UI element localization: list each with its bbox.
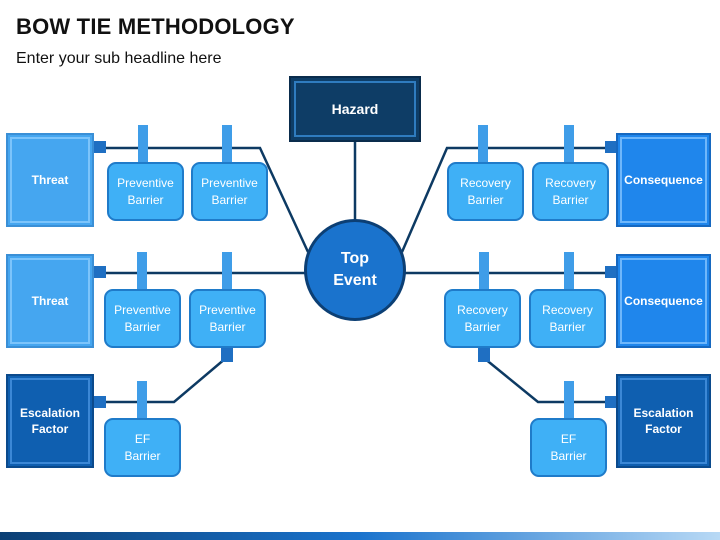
escalation-left-connector [100, 357, 227, 404]
connector-square [605, 266, 617, 278]
preventive-barrier-1b: Preventive Barrier [191, 162, 268, 221]
connector-square [605, 141, 617, 153]
escalation-factor-box-right: Escalation Factor [616, 374, 711, 468]
ef-barrier-right: EF Barrier [530, 418, 607, 477]
top-event-circle: Top Event [304, 219, 406, 321]
connector-square [605, 396, 617, 408]
page-subtitle: Enter your sub headline here [16, 50, 222, 67]
connector-square [221, 348, 233, 362]
consequence-box-2: Consequence [616, 254, 711, 348]
recovery-barrier-2b: Recovery Barrier [529, 289, 606, 348]
barrier-tab [564, 381, 574, 419]
barrier-tab [137, 252, 147, 290]
barrier-tab [479, 252, 489, 290]
connector-square [94, 396, 106, 408]
recovery-barrier-1b: Recovery Barrier [532, 162, 609, 221]
ef-barrier-left: EF Barrier [104, 418, 181, 477]
barrier-tab [564, 125, 574, 163]
escalation-right-connector [483, 357, 614, 404]
barrier-tab [137, 381, 147, 419]
threat-box-2: Threat [6, 254, 94, 348]
hazard-box: Hazard [289, 76, 421, 142]
recovery-barrier-2a: Recovery Barrier [444, 289, 521, 348]
preventive-barrier-2b: Preventive Barrier [189, 289, 266, 348]
recovery-barrier-1a: Recovery Barrier [447, 162, 524, 221]
barrier-tab [564, 252, 574, 290]
consequence-1-connector [400, 146, 612, 253]
page-title: BOW TIE METHODOLOGY [16, 14, 295, 39]
threat-1-connector [100, 146, 310, 253]
connector-square [94, 266, 106, 278]
preventive-barrier-1a: Preventive Barrier [107, 162, 184, 221]
preventive-barrier-2a: Preventive Barrier [104, 289, 181, 348]
connector-square [94, 141, 106, 153]
footer-gradient-bar [0, 532, 720, 540]
threat-box-1: Threat [6, 133, 94, 227]
barrier-tab [478, 125, 488, 163]
barrier-tab [138, 125, 148, 163]
connector-square [478, 348, 490, 362]
barrier-tab [222, 125, 232, 163]
consequence-box-1: Consequence [616, 133, 711, 227]
escalation-factor-box-left: Escalation Factor [6, 374, 94, 468]
barrier-tab [222, 252, 232, 290]
